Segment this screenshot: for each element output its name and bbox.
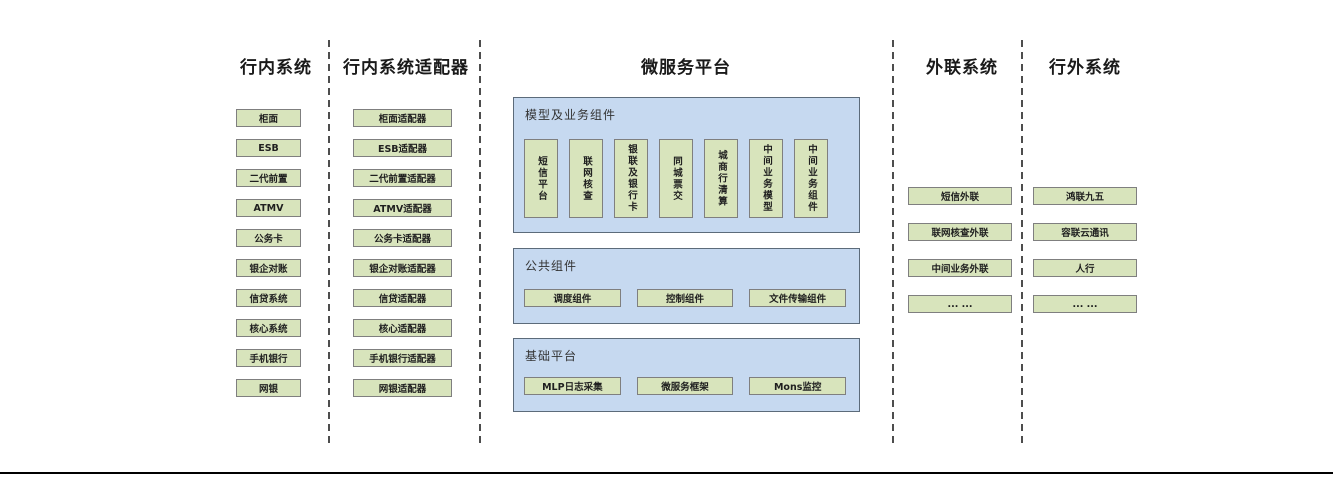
system-node: 手机银行 [236, 349, 301, 367]
column-header-internal-adapters: 行内系统适配器 [343, 58, 469, 78]
adapter-node: 银企对账适配器 [353, 259, 452, 277]
column-separator [892, 40, 894, 443]
common-components-group: 公共组件 调度组件控制组件文件传输组件 [513, 248, 860, 324]
component-node: 文件传输组件 [749, 289, 847, 307]
column-header-microservice-platform: 微服务平台 [641, 58, 731, 78]
external-node: 人行 [1033, 259, 1137, 277]
adapter-node: 柜面适配器 [353, 109, 452, 127]
column-header-external-systems: 行外系统 [1049, 58, 1121, 78]
base-platform-list: MLP日志采集微服务框架 Mons监控 [524, 377, 847, 395]
component-node: 中间业务模型 [749, 139, 783, 218]
component-node: 银联及银行卡 [614, 139, 648, 218]
component-node: MLP日志采集 [524, 377, 621, 395]
internal-adapters-list: 柜面适配器 ESB适配器二代前置适配器 ATMV适配器公务卡适配器银企对账适配器信贷… [353, 109, 452, 397]
system-node: 网银 [236, 379, 301, 397]
component-node: 同城票交 [659, 139, 693, 218]
group-title: 公共组件 [525, 259, 578, 273]
base-platform-group: 基础平台 MLP日志采集微服务框架 Mons监控 [513, 338, 860, 412]
system-node: 公务卡 [236, 229, 301, 247]
system-node: 银企对账 [236, 259, 301, 277]
internal-systems-list: 柜面 ESB 二代前置 ATMV 公务卡银企对账信贷系统核心系统手机银行网银 [236, 109, 301, 397]
outreach-node: ... ... [908, 295, 1012, 313]
adapter-node: 手机银行适配器 [353, 349, 452, 367]
component-node: 短信平台 [524, 139, 558, 218]
outreach-node: 联网核查外联 [908, 223, 1012, 241]
outreach-systems-list: 短信外联联网核查外联中间业务外联 ... ... [908, 187, 1012, 313]
system-node: 二代前置 [236, 169, 301, 187]
adapter-node: 二代前置适配器 [353, 169, 452, 187]
system-node: 核心系统 [236, 319, 301, 337]
bottom-rule [0, 472, 1333, 474]
external-node: ... ... [1033, 295, 1137, 313]
column-header-outreach-systems: 外联系统 [926, 58, 998, 78]
system-node: ESB [236, 139, 301, 157]
system-node: 柜面 [236, 109, 301, 127]
component-node: 调度组件 [524, 289, 621, 307]
adapter-node: 网银适配器 [353, 379, 452, 397]
group-title: 基础平台 [525, 349, 578, 363]
system-node: ATMV [236, 199, 301, 217]
adapter-node: ATMV适配器 [353, 199, 452, 217]
external-node: 鸿联九五 [1033, 187, 1137, 205]
column-separator [1021, 40, 1023, 443]
column-header-internal-systems: 行内系统 [240, 58, 312, 78]
external-systems-list: 鸿联九五容联云通讯人行 ... ... [1033, 187, 1137, 313]
adapter-node: 信贷适配器 [353, 289, 452, 307]
common-components-list: 调度组件控制组件文件传输组件 [524, 289, 847, 307]
component-node: 控制组件 [636, 289, 734, 307]
component-node: 城商行清算 [704, 139, 738, 218]
model-business-components-group: 模型及业务组件 短信平台联网核查银联及银行卡同城票交城商行清算中间业务模型中间业… [513, 97, 860, 233]
group-title: 模型及业务组件 [525, 108, 617, 122]
column-separator [328, 40, 330, 443]
model-components-list: 短信平台联网核查银联及银行卡同城票交城商行清算中间业务模型中间业务组件 [524, 139, 828, 218]
outreach-node: 中间业务外联 [908, 259, 1012, 277]
system-node: 信贷系统 [236, 289, 301, 307]
outreach-node: 短信外联 [908, 187, 1012, 205]
component-node: Mons监控 [749, 377, 847, 395]
adapter-node: ESB适配器 [353, 139, 452, 157]
external-node: 容联云通讯 [1033, 223, 1137, 241]
column-separator [479, 40, 481, 443]
component-node: 微服务框架 [636, 377, 734, 395]
adapter-node: 公务卡适配器 [353, 229, 452, 247]
component-node: 中间业务组件 [794, 139, 828, 218]
component-node: 联网核查 [569, 139, 603, 218]
adapter-node: 核心适配器 [353, 319, 452, 337]
